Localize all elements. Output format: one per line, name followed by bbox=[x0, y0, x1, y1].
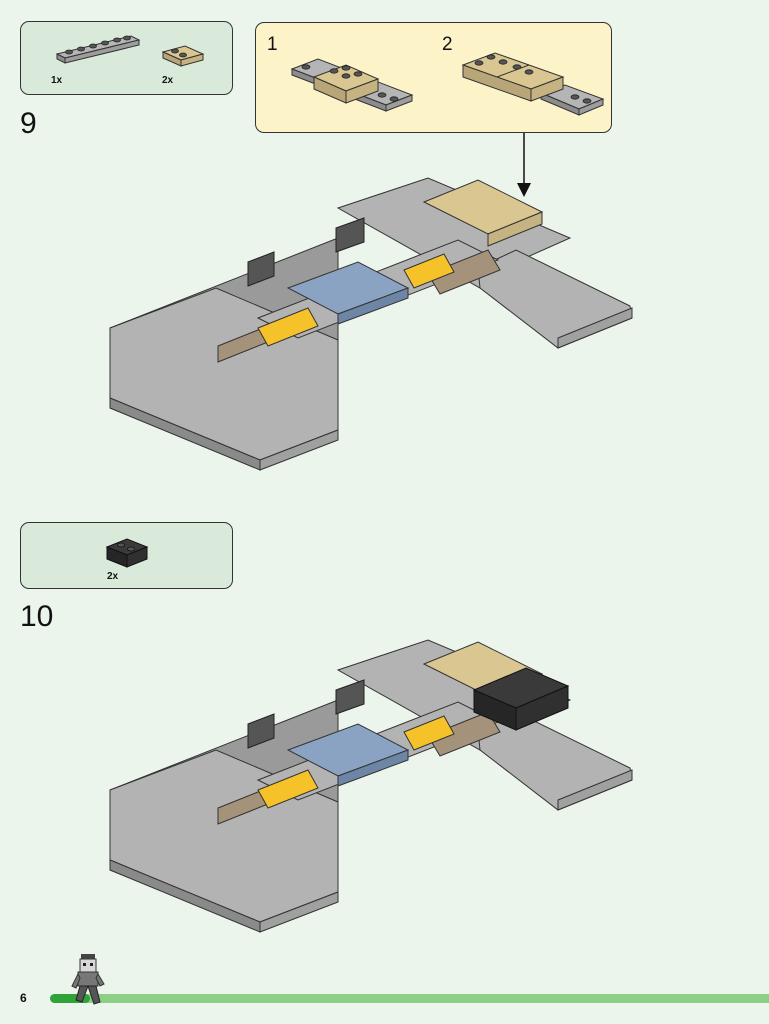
step10-assembly bbox=[108, 640, 638, 940]
step9-assembly bbox=[108, 178, 638, 478]
step9-subassembly-box: 1 2 bbox=[255, 22, 612, 133]
minifig-walking-icon bbox=[72, 954, 106, 1010]
progress-bar-track bbox=[50, 994, 769, 1003]
page-number: 6 bbox=[20, 991, 27, 1005]
step-number-10: 10 bbox=[20, 600, 53, 634]
black-brick-qty: 2x bbox=[107, 571, 118, 582]
step10-parts-box: 2x bbox=[20, 522, 233, 589]
substep-2-illustration bbox=[461, 49, 611, 119]
gray-plate-part bbox=[51, 30, 141, 70]
tan-tile-qty: 2x bbox=[162, 75, 173, 86]
gray-plate-qty: 1x bbox=[51, 75, 62, 86]
substep-1-illustration bbox=[288, 53, 428, 123]
black-corner-brick-part bbox=[103, 533, 153, 573]
step9-parts-box: 1x 2x bbox=[20, 21, 233, 95]
substep-2-number: 2 bbox=[442, 34, 453, 56]
tan-tile-part bbox=[159, 40, 209, 80]
substep-1-number: 1 bbox=[267, 34, 278, 56]
step-number-9: 9 bbox=[20, 107, 37, 141]
